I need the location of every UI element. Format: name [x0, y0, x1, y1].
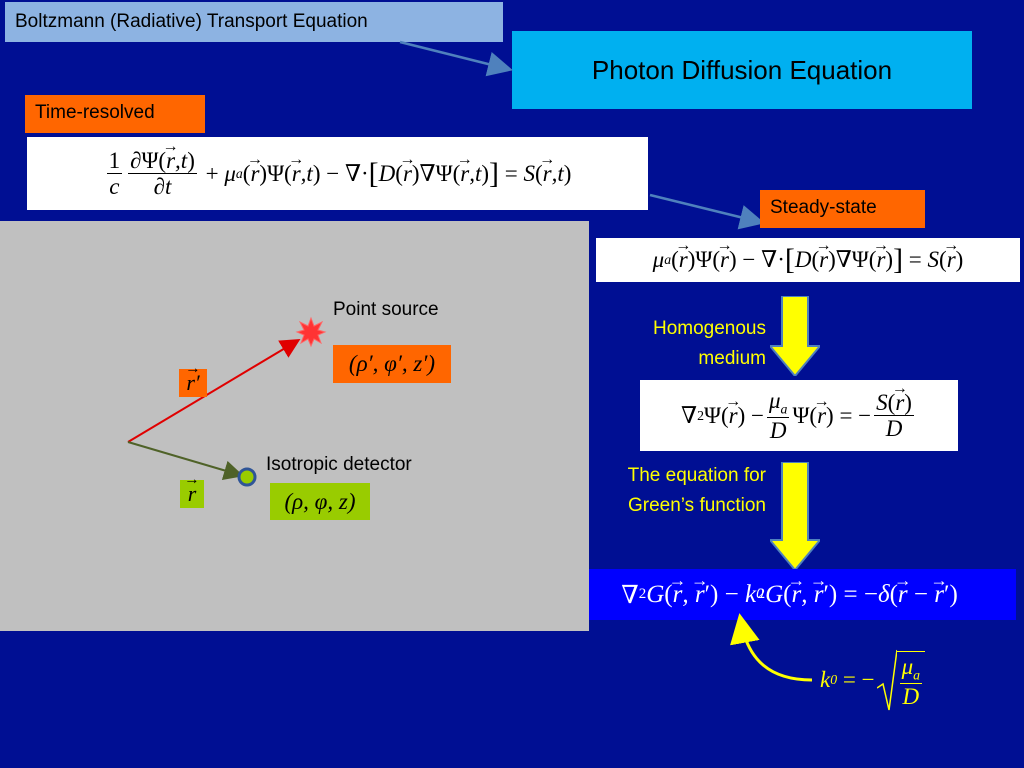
vector-r-arrow: [127, 441, 244, 481]
time-resolved-label: Time-resolved: [35, 102, 155, 123]
steady-state-label: Steady-state: [770, 197, 877, 218]
source-coords-box: (ρ′, φ′, z′): [333, 345, 451, 383]
r-prime-tag: r′: [179, 369, 207, 397]
source-coords: (ρ′, φ′, z′): [348, 351, 436, 376]
homogenous-medium-text: Homogenous medium: [590, 314, 766, 374]
time-resolved-equation: 1c ∂Ψ(r,t)∂t + μa(r)Ψ(r,t) − ∇·[D(r)∇Ψ(r…: [27, 137, 648, 210]
pde-title: Photon Diffusion Equation: [591, 54, 893, 85]
medium-line: medium: [698, 348, 766, 369]
point-source-label: Point source: [333, 299, 439, 320]
r-tag: r: [180, 480, 204, 508]
homogenous-line: Homogenous: [652, 318, 766, 339]
greens-line2: Green’s function: [627, 495, 766, 516]
down-arrow-homogenous: [770, 296, 820, 376]
isotropic-detector-icon: [237, 467, 257, 487]
r-prime-label: r′: [186, 370, 199, 396]
greens-line1: The equation for: [627, 465, 766, 486]
r-label: r: [188, 481, 197, 507]
sqrt-icon: [876, 649, 897, 711]
geometry-diagram-panel: [0, 221, 589, 631]
down-arrow-greens: [770, 462, 820, 570]
time-resolved-label-box: Time-resolved: [25, 95, 205, 133]
steady-state-equation: μa(r)Ψ(r) − ∇·[D(r)∇Ψ(r)] = S(r): [596, 238, 1020, 282]
detector-coords: (ρ, φ, z): [284, 488, 356, 514]
steady-state-label-box: Steady-state: [760, 190, 925, 228]
arrow-to-steady-state: [649, 193, 765, 230]
greens-function-text: The equation for Green’s function: [560, 461, 766, 521]
point-source-star-icon: [295, 316, 327, 348]
pde-title-box: Photon Diffusion Equation: [512, 31, 972, 109]
detector-coords-box: (ρ, φ, z): [270, 483, 370, 520]
geometry-diagram: [127, 316, 327, 487]
arrow-btm-to-pde: [399, 40, 513, 77]
btm-title: Boltzmann (Radiative) Transport Equation: [15, 11, 368, 32]
btm-title-box: Boltzmann (Radiative) Transport Equation: [5, 2, 503, 42]
isotropic-detector-label: Isotropic detector: [266, 454, 412, 475]
homogenous-equation: ∇2Ψ(r) − μaD Ψ(r) = − S(r)D: [640, 380, 958, 451]
vector-r-prime-arrow: [127, 338, 301, 443]
